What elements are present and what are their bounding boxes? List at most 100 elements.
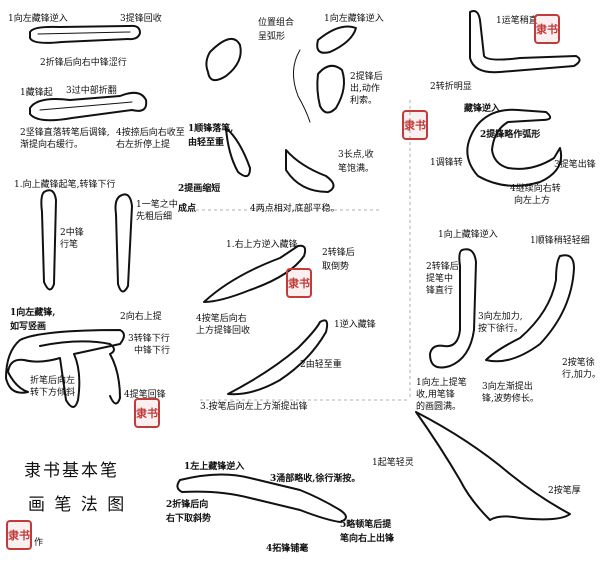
dots-label-e: 出,动作 [350, 84, 380, 94]
pie-mid-label-d: 4按笔后向右 [196, 314, 247, 324]
vertical-label-h: 如写竖画 [10, 322, 47, 332]
pie-right-label-f: 3向左加力, [478, 312, 523, 322]
horizontal-2-label-b: 3过中部折翻 [66, 86, 117, 96]
red-seal-stamp: 隶书 [134, 398, 160, 428]
dot-stroke-arrow [293, 49, 311, 123]
vertical-label-f: 2向右上提 [120, 312, 162, 322]
horizontal-stroke-2 [29, 91, 148, 122]
pie-right-label-d: 提笔中 [426, 274, 454, 284]
hook-label-f: 1调锋转 [430, 158, 463, 168]
dot-stroke-lower-right [285, 149, 335, 193]
vertical-stroke-2 [114, 193, 133, 293]
dots-label-m: 4两点相对,底部平稳。 [250, 204, 340, 214]
hook-label-b: 2转折明显 [430, 82, 472, 92]
vertical-label-i: 3转锋下行 [128, 334, 170, 344]
red-seal-stamp: 隶书 [286, 268, 312, 298]
horizontal-2-label-d: 渐提向右缓行。 [20, 140, 84, 150]
na-label-h: 1起笔轻灵 [372, 458, 414, 468]
dots-label-b: 呈弧形 [258, 32, 286, 42]
dots-label-d: 2提锋后 [350, 72, 383, 82]
pie-right-label-k: 3向左渐提出 [482, 382, 533, 392]
pie-right-label-h: 1向左上提笔 [416, 378, 467, 388]
pie-right-label-b: 1顺锋稍轻轻细 [530, 236, 590, 246]
vertical-label-m: 转下方倾斜 [30, 388, 76, 398]
pie-right-label-n: 行,加力。 [562, 370, 600, 380]
vertical-label-k: 4提笔回锋 [124, 390, 166, 400]
dots-label-i: 3长点,收 [338, 150, 374, 160]
dots-label-l: 成点 [178, 204, 197, 214]
hook-label-c: 藏锋逆入 [464, 104, 501, 114]
horizontal-2-label-a: 1藏锋起 [20, 88, 53, 98]
red-seal-stamp: 隶书 [402, 110, 428, 140]
pie-mid-label-c: 取倒势 [322, 262, 350, 272]
na-label-g: 4拓锋铺毫 [266, 544, 309, 554]
vertical-label-d: 2中锋 [60, 228, 84, 238]
horizontal-2-label-f: 右左折停上提 [116, 140, 171, 150]
dot-stroke-left [205, 37, 242, 82]
hook-label-h: 向左上方 [514, 196, 551, 206]
horizontal-stroke-1 [29, 24, 141, 44]
vertical-label-l: 折笔后向左 [30, 376, 76, 386]
horizontal-1-label-c: 2折锋后向右中锋涩行 [40, 58, 127, 68]
dots-label-f: 利索。 [350, 96, 378, 106]
na-stroke-left [176, 473, 347, 523]
pie-right-stroke-2 [485, 254, 575, 363]
pie-stroke-lower [227, 319, 329, 396]
na-label-a: 1左上藏锋逆入 [184, 462, 245, 472]
na-label-f: 笔向右上出锋 [340, 534, 395, 544]
pie-mid-label-h: 3.按笔后向左上方渐提出锋 [200, 402, 308, 412]
pie-right-stroke-1 [429, 248, 477, 369]
dot-stroke-mid-right [316, 64, 345, 114]
vertical-stroke-1 [40, 189, 57, 291]
seal-note: 作 [34, 538, 44, 548]
title-line-1: 隶书基本笔 [24, 461, 119, 481]
bent-vertical-stroke [5, 329, 125, 408]
na-label-d: 右下取斜势 [166, 514, 212, 524]
pie-stroke-upper [203, 244, 307, 303]
dots-label-h: 由轻至重 [188, 138, 225, 148]
vertical-label-g: 1向左藏锋, [10, 308, 56, 318]
dot-stroke-upper-right [316, 25, 357, 54]
pie-mid-label-a: 1.右上方逆入藏锋 [226, 240, 298, 250]
horizontal-stroke-1-path [37, 31, 131, 35]
pie-mid-label-f: 1逆入藏锋 [334, 320, 376, 330]
pie-right-label-i: 收,用笔锋 [416, 390, 455, 400]
pie-mid-label-e: 上方提锋回收 [196, 326, 251, 336]
dots-label-a: 位置组合 [258, 18, 295, 28]
na-label-c: 2折锋后向 [166, 500, 209, 510]
pie-mid-label-g: 2由轻至重 [300, 360, 342, 370]
pie-right-label-m: 2按笔徐 [562, 358, 595, 368]
vertical-label-c: 先粗后细 [136, 212, 173, 222]
hook-stroke-1 [469, 10, 581, 74]
hook-stroke-2 [466, 108, 562, 187]
dots-label-k: 2提画缩短 [178, 184, 221, 194]
na-label-i: 2按笔厚 [548, 486, 581, 496]
hook-label-d: 2提锋略作弧形 [480, 130, 541, 140]
pie-right-label-e: 锋直行 [426, 286, 454, 296]
vertical-label-a: 1.向上藏锋起笔,转锋下行 [14, 180, 116, 190]
pie-right-label-a: 1向上藏锋逆入 [438, 230, 498, 240]
hook-label-g: 4继续向右转 [510, 184, 561, 194]
dots-label-g: 1顺锋落笔, [188, 124, 234, 134]
horizontal-2-label-e: 4按捺后向右收至 [116, 128, 185, 138]
horizontal-stroke-2-path [39, 101, 133, 111]
vertical-label-e: 行笔 [60, 240, 79, 250]
pie-right-label-j: 的画圆满。 [416, 402, 462, 412]
horizontal-1-label-a: 1向左藏锋逆入 [8, 14, 68, 24]
vertical-label-j: 中锋下行 [134, 346, 171, 356]
na-label-e: 5略顿笔后提 [340, 520, 392, 530]
title-line-2: 画 笔 法 图 [28, 495, 127, 515]
hook-label-a: 1运笔稍直 [496, 16, 538, 26]
na-label-b: 3涌部略收,徐行渐按。 [270, 474, 361, 484]
horizontal-1-label-b: 3提锋回收 [120, 14, 162, 24]
dots-label-c: 1向左藏锋逆入 [324, 14, 384, 24]
vertical-label-b: 1一笔之中 [136, 200, 178, 210]
pie-right-label-l: 锋,波势修长。 [482, 394, 539, 404]
horizontal-2-label-c: 2坚锋直落转笔后调锋, [20, 128, 110, 138]
bent-vertical-stroke-2 [39, 340, 121, 405]
na-stroke-right [415, 411, 571, 521]
pie-mid-label-b: 2转锋后 [322, 248, 355, 258]
dot-stroke-lower-left [225, 127, 251, 178]
red-seal-stamp: 隶书 [6, 520, 32, 550]
